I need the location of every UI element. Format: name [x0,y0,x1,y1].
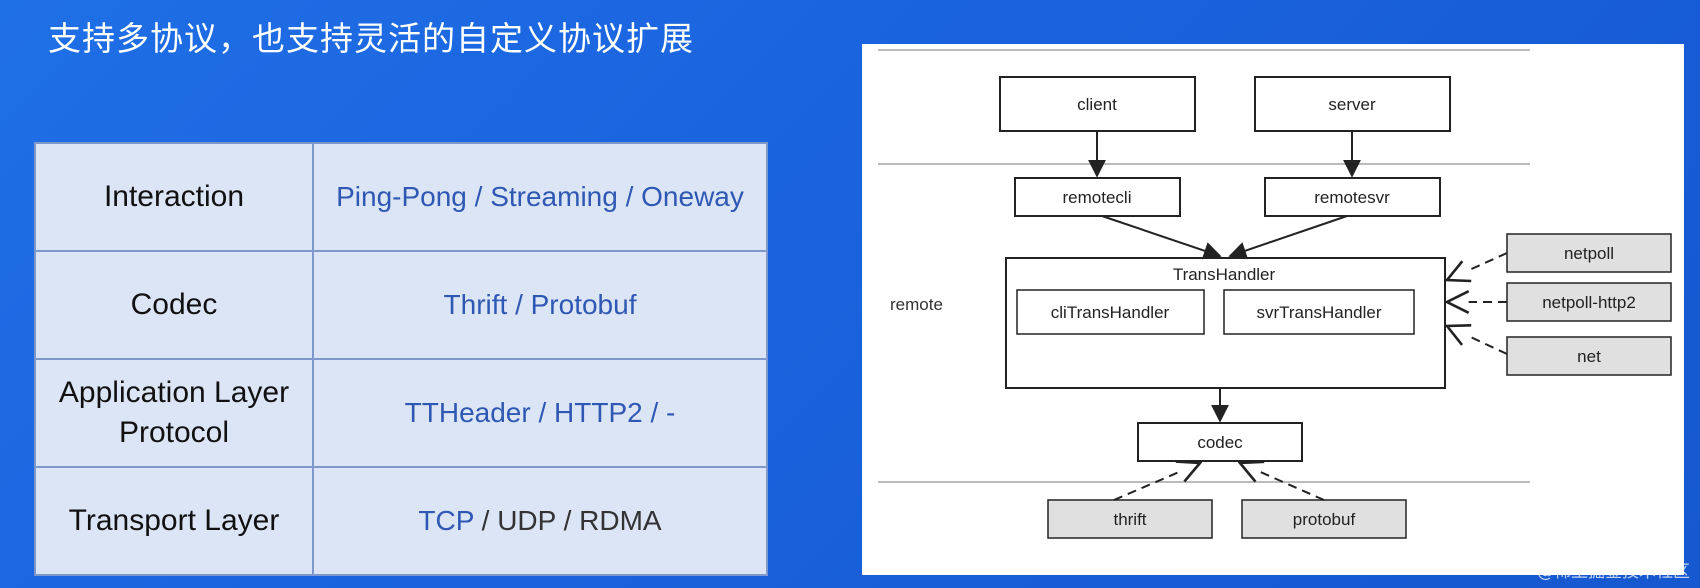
row-value-transport-layer: TCP / UDP / RDMA [312,466,768,576]
codec-label: codec [1197,433,1243,452]
table-row: Codec Thrift / Protobuf [34,250,768,360]
netpoll-http2-node: netpoll-http2 [1506,282,1672,322]
slide-title: 支持多协议，也支持灵活的自定义协议扩展 [48,19,694,58]
thrift-label: thrift [1113,510,1146,529]
row-value-codec: Thrift / Protobuf [312,250,768,360]
edge-remotecli-transhandler [1101,215,1222,260]
row-value-application-layer-protocol: TTHeader / HTTP2 / - [312,358,768,468]
svrtranshandler-label: svrTransHandler [1256,303,1381,322]
clitranshandler-label: cliTransHandler [1051,303,1170,322]
edge-protobuf-codec [1240,463,1325,501]
remotecli-node: remotecli [1014,177,1181,217]
client-label: client [1077,95,1117,114]
row-label-interaction: Interaction [34,142,314,252]
protobuf-label: protobuf [1293,510,1356,529]
server-node: server [1254,76,1451,132]
row-label-application-layer-protocol: Application Layer Protocol [34,358,314,468]
protobuf-node: protobuf [1241,499,1407,539]
table-row: Transport Layer TCP / UDP / RDMA [34,466,768,576]
edge-net-transhandler [1447,326,1508,355]
server-label: server [1328,95,1376,114]
netpoll-node: netpoll [1506,233,1672,273]
remote-layer-label: remote [890,295,943,314]
edge-remotesvr-transhandler [1228,215,1348,260]
edge-netpoll-transhandler [1447,252,1508,280]
thrift-node: thrift [1047,499,1213,539]
edge-thrift-codec [1113,463,1200,501]
table-row: Interaction Ping-Pong / Streaming / Onew… [34,142,768,252]
client-node: client [999,76,1196,132]
protocol-layer-table: Interaction Ping-Pong / Streaming / Onew… [34,142,768,576]
netpoll-label: netpoll [1564,244,1614,263]
remotecli-label: remotecli [1063,188,1132,207]
row-value-interaction: Ping-Pong / Streaming / Oneway [312,142,768,252]
netpoll-http2-label: netpoll-http2 [1542,293,1636,312]
net-label: net [1577,347,1601,366]
row-label-transport-layer: Transport Layer [34,466,314,576]
clitranshandler-node: cliTransHandler [1016,289,1205,335]
table-row: Application Layer Protocol TTHeader / HT… [34,358,768,468]
value-udp-rdma: / UDP / RDMA [481,505,662,536]
watermark: @稀土掘金技术社区 [1537,562,1690,582]
value-tcp: TCP [418,505,474,536]
codec-node: codec [1137,422,1303,462]
svrtranshandler-node: svrTransHandler [1223,289,1415,335]
remotesvr-node: remotesvr [1264,177,1441,217]
row-label-codec: Codec [34,250,314,360]
architecture-diagram: remote client server remotecli remotesvr… [862,44,1684,575]
net-node: net [1506,336,1672,376]
remotesvr-label: remotesvr [1314,188,1390,207]
transhandler-label: TransHandler [1173,265,1276,284]
diagram-canvas: remote client server remotecli remotesvr… [878,49,1672,539]
